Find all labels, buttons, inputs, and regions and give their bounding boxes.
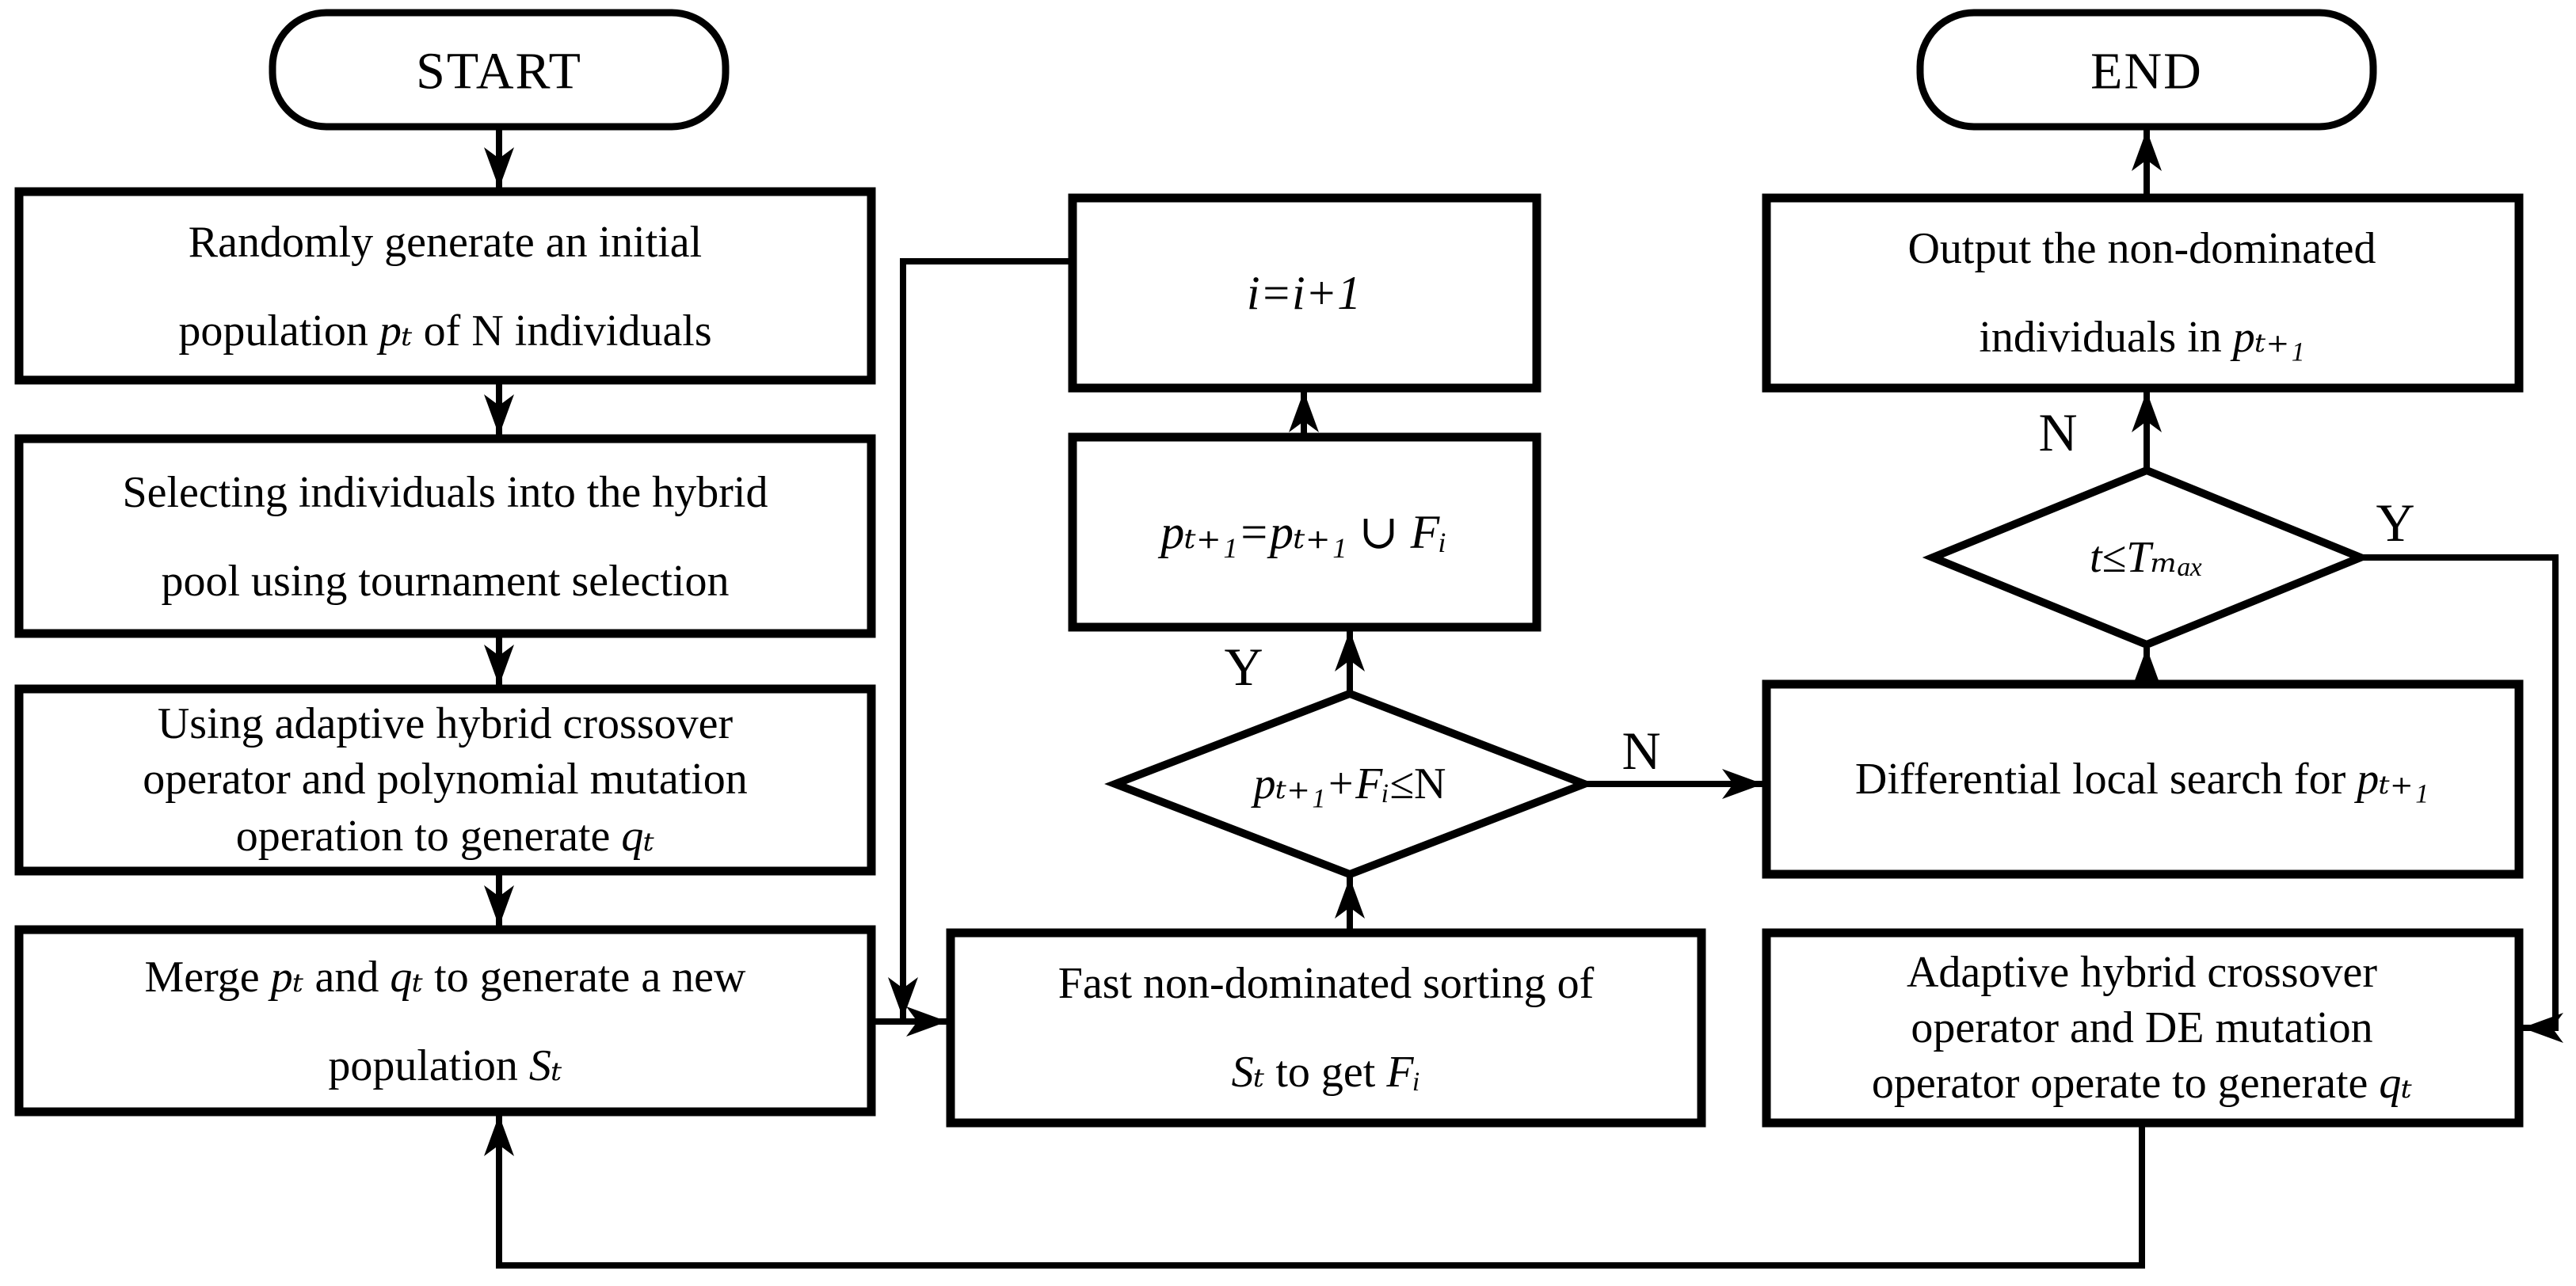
edges [484,127,2563,1269]
iteration-check-yes-label: Y [2376,493,2414,553]
fast-sorting-line2: Sₜ to get Fᵢ [1232,1048,1421,1097]
iteration-check-no-label: N [2038,402,2077,462]
init-population-shape [14,187,876,385]
fast-sorting-line1: Fast non-dominated sorting of [1058,959,1595,1008]
union-front-box: pₜ₊₁=pₜ₊₁ ∪ Fᵢ [1068,432,1541,632]
merge-population-line2: population Sₜ [328,1041,562,1090]
merge-population-line1: Merge pₜ and qₜ to generate a new [145,953,747,1002]
output-result-line1: Output the non-dominated [1907,224,2376,273]
tournament-selection-box: Selecting individuals into the hybrid po… [14,434,876,638]
crossover-mutation-line3: operation to generate qₜ [236,812,655,861]
de-crossover-box: Adaptive hybrid crossover operator and D… [1762,928,2524,1128]
end-terminator-shape [1916,9,2377,131]
output-result-shape [1762,193,2524,393]
size-check-no-label: N [1621,721,1660,781]
tournament-selection-line2: pool using tournament selection [162,557,730,606]
de-crossover-line2: operator and DE mutation [1911,1003,2372,1052]
iteration-check-diamond: t≤Tₘₐₓ [1922,466,2372,649]
output-result-box: Output the non-dominated individuals in … [1762,193,2524,393]
init-population-box: Randomly generate an initial population … [14,187,876,385]
crossover-mutation-box: Using adaptive hybrid crossover operator… [14,684,876,876]
edge-increment-loop-to-fast-sorting [888,258,1073,1018]
init-population-line2: population pₜ of N individuals [178,306,711,356]
crossover-mutation-line2: operator and polynomial mutation [143,755,748,804]
iteration-check-shape [1922,466,2372,649]
size-check-label: pₜ₊₁+Fᵢ≤N [1251,759,1446,809]
size-check-yes-label: Y [1224,637,1263,697]
iteration-check-label: t≤Tₘₐₓ [2090,533,2204,582]
crossover-mutation-line1: Using adaptive hybrid crossover [158,699,734,748]
de-crossover-line3: operator operate to generate qₜ [1872,1059,2413,1108]
size-check-diamond: pₜ₊₁+Fᵢ≤N [1104,689,1595,879]
start-terminator-shape [269,9,730,131]
end-terminator: END [1916,9,2377,131]
local-search-shape [1762,679,2524,879]
increment-i-shape [1068,193,1541,393]
fast-sorting-shape [946,928,1706,1128]
start-terminator-label: START [416,43,582,101]
edge-de-crossover-feedback-to-merge [484,1115,2145,1269]
init-population-line1: Randomly generate an initial [189,218,702,267]
local-search-label: Differential local search for pₜ₊₁ [1855,755,2429,804]
tournament-selection-line1: Selecting individuals into the hybrid [122,468,768,517]
union-front-label: pₜ₊₁=pₜ₊₁ ∪ Fᵢ [1157,506,1447,558]
output-result-line2: individuals in pₜ₊₁ [1979,313,2304,362]
edge-iteration-check-yes-to-de-crossover [2361,554,2563,1043]
union-front-shape [1068,432,1541,632]
de-crossover-line1: Adaptive hybrid crossover [1907,948,2377,997]
increment-i-label: i=i+1 [1247,267,1361,319]
merge-population-box: Merge pₜ and qₜ to generate a new popula… [14,925,876,1117]
start-terminator: START [269,9,730,131]
crossover-mutation-shape [14,684,876,876]
increment-i-box: i=i+1 [1068,193,1541,393]
fast-sorting-box: Fast non-dominated sorting of Sₜ to get … [946,928,1706,1128]
merge-population-shape [14,925,876,1117]
end-terminator-label: END [2090,43,2203,101]
size-check-shape [1104,689,1595,879]
tournament-selection-shape [14,434,876,638]
local-search-box: Differential local search for pₜ₊₁ [1762,679,2524,879]
de-crossover-shape [1762,928,2524,1128]
